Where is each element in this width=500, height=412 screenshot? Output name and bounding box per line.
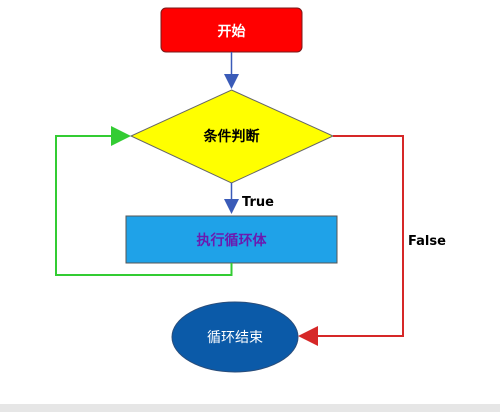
condition-node-label: 条件判断 [203,128,260,145]
end-node-ellipse [171,301,299,373]
loop-body-label: 执行循环体 [197,232,268,249]
edge-false-branch [298,135,404,346]
loop-body-node: 执行循环体 [125,215,338,264]
start-node-label: 开始 [218,23,246,40]
true-branch-label: True [242,195,274,210]
false-branch-label: False [408,234,446,249]
end-node: 循环结束 [171,301,299,373]
start-node: 开始 [160,7,303,53]
end-node-label: 循环结束 [207,330,263,346]
bottom-scroll-strip [0,404,500,412]
condition-node: 条件判断 [129,89,335,184]
edge-loop-back [55,126,233,276]
